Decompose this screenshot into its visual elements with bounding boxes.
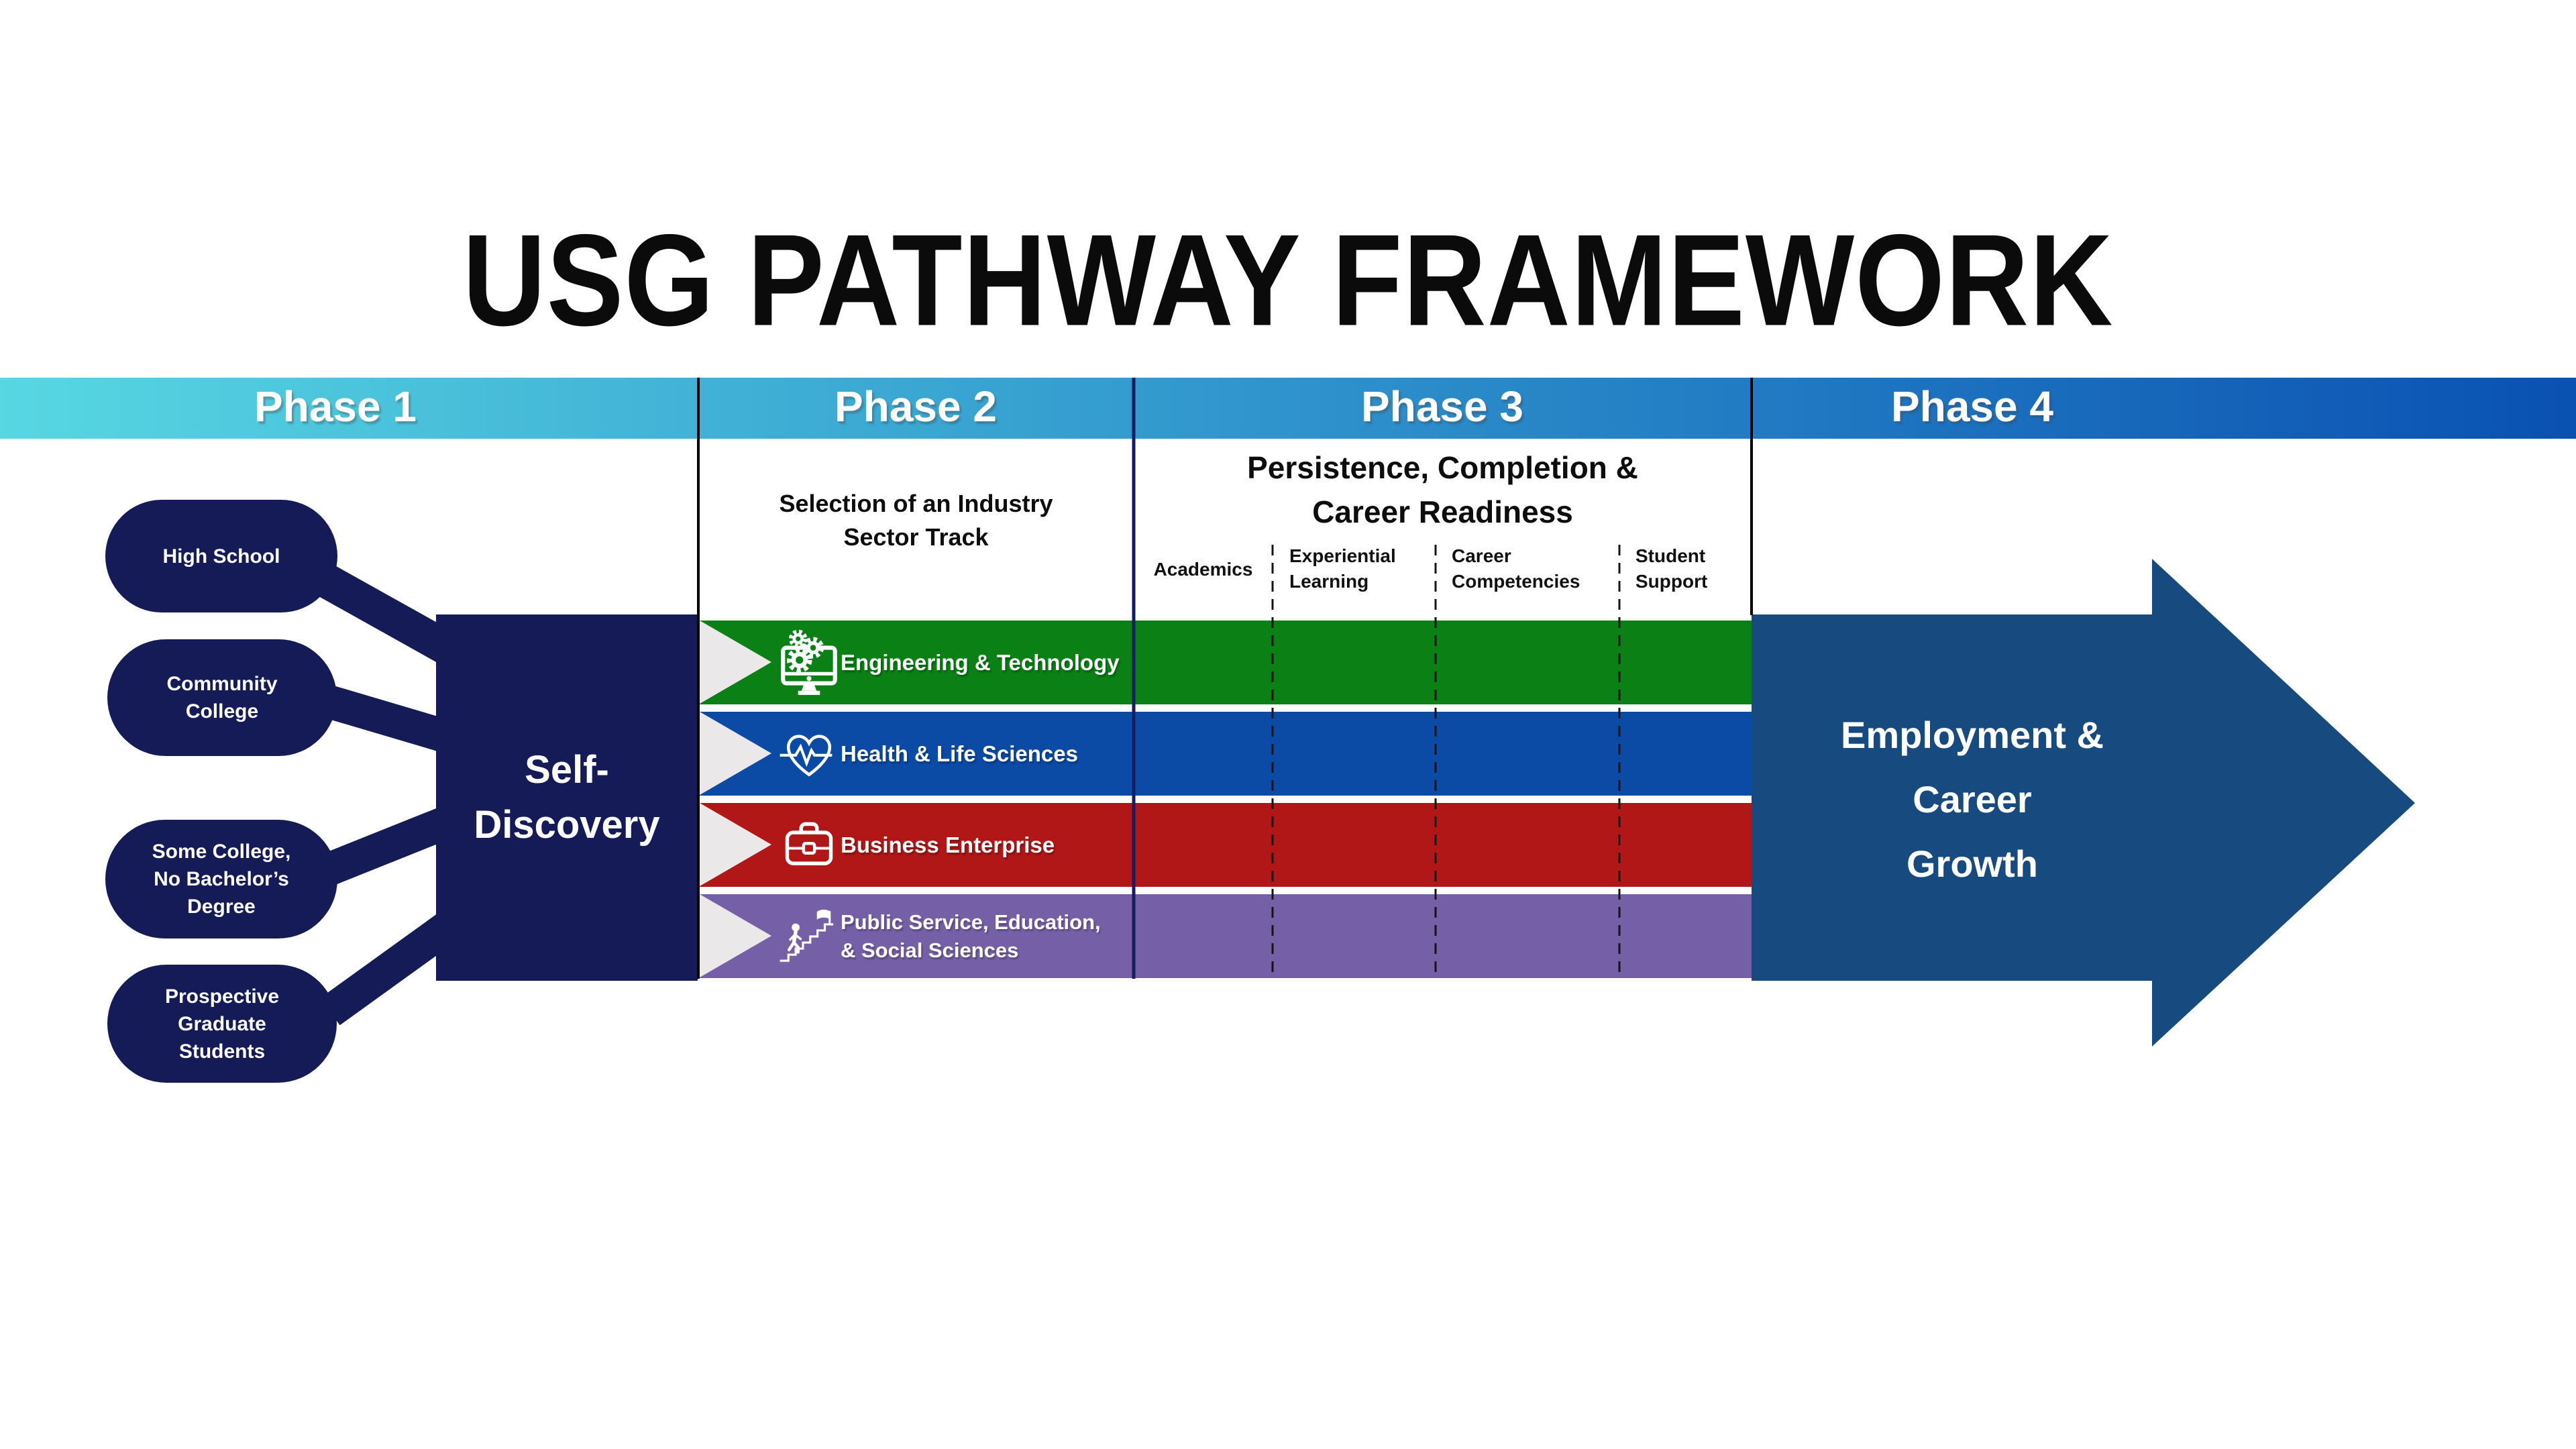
heart-pulse-icon <box>780 734 833 777</box>
column-header-line: Student <box>1635 545 1706 566</box>
phase-3-header: Persistence, Completion & Career Readine… <box>1134 445 1752 534</box>
bubble-line: Students <box>178 1040 266 1063</box>
entry-bubble-community-college: Community College <box>107 639 337 756</box>
stairs-flag-icon <box>780 909 834 962</box>
bubble-line: Degree <box>187 896 256 918</box>
phase-3-header-line: Persistence, Completion & <box>1247 450 1638 485</box>
track-label-line: Public Service, Education, <box>841 910 1101 934</box>
phase-header-bar: Phase 1 Phase 2 Phase 3 Phase 4 <box>0 378 2576 439</box>
column-header-line: Support <box>1635 571 1708 592</box>
entry-bubble-some-college: Some College, No Bachelor’s Degree <box>105 820 337 938</box>
bubble-line: Some College, <box>152 841 291 863</box>
phase-2-header-line: Sector Track <box>843 523 989 551</box>
bubble-line: High School <box>162 545 280 568</box>
track-row-engineering-technology: Engineering & Technology <box>698 621 1752 704</box>
track-arrow-triangle <box>700 894 771 977</box>
column-header-line: Competencies <box>1452 571 1580 592</box>
phase-3-label: Phase 3 <box>1361 382 1523 431</box>
track-label-line: & Social Sciences <box>841 938 1019 962</box>
track-label: Health & Life Sciences <box>841 741 1078 766</box>
phase-4-arrow-label: Employment & Career Growth <box>1841 703 2104 896</box>
bubble-line: Prospective <box>164 985 280 1008</box>
track-row-health-life-sciences: Health & Life Sciences <box>698 712 1752 796</box>
arrow-label-line: Employment & <box>1840 714 2104 756</box>
phase-2-label: Phase 2 <box>835 382 997 431</box>
bubble-line: College <box>185 700 259 722</box>
column-header-line: Learning <box>1289 571 1369 592</box>
track-label: Engineering & Technology <box>841 649 1120 675</box>
column-header-experiential-learning: Experiential Learning <box>1289 543 1434 594</box>
arrow-label-line: Career <box>1913 778 2032 820</box>
entry-bubble-prospective-graduate: Prospective Graduate Students <box>107 965 337 1083</box>
column-header-student-support: Student Support <box>1635 543 1751 594</box>
bubble-line: Graduate <box>178 1012 266 1035</box>
arrow-label-line: Growth <box>1907 843 2038 885</box>
monitor-gears-icon <box>781 629 837 695</box>
track-label: Public Service, Education, & Social Scie… <box>841 908 1101 965</box>
column-header-academics: Academics <box>1134 557 1273 582</box>
track-row-business-enterprise: Business Enterprise <box>698 803 1752 887</box>
phase-2-header: Selection of an Industry Sector Track <box>698 487 1134 554</box>
column-header-line: Academics <box>1153 559 1253 580</box>
bubble-line: No Bachelor’s <box>154 868 289 890</box>
column-header-line: Experiential <box>1289 545 1396 566</box>
self-discovery-line: Self- <box>525 748 609 792</box>
track-label: Business Enterprise <box>841 832 1055 857</box>
column-header-career-competencies: Career Competencies <box>1452 543 1618 594</box>
bubble-line: Community <box>166 673 278 695</box>
phase-4-label: Phase 4 <box>1891 382 2053 431</box>
phase-3-header-line: Career Readiness <box>1312 494 1573 529</box>
track-arrow-triangle <box>700 621 771 704</box>
self-discovery-box: Self- Discovery <box>436 614 698 981</box>
self-discovery-line: Discovery <box>474 803 660 847</box>
column-header-line: Career <box>1452 545 1511 566</box>
phase-1-label: Phase 1 <box>254 382 417 431</box>
briefcase-icon <box>785 822 833 865</box>
track-row-public-service-education: Public Service, Education, & Social Scie… <box>698 894 1752 978</box>
page-title: USG PATHWAY FRAMEWORK <box>462 207 2114 354</box>
phase-2-header-line: Selection of an Industry <box>779 490 1053 517</box>
track-arrow-triangle <box>700 803 771 886</box>
track-arrow-triangle <box>700 712 771 795</box>
entry-bubble-high-school: High School <box>105 500 337 612</box>
